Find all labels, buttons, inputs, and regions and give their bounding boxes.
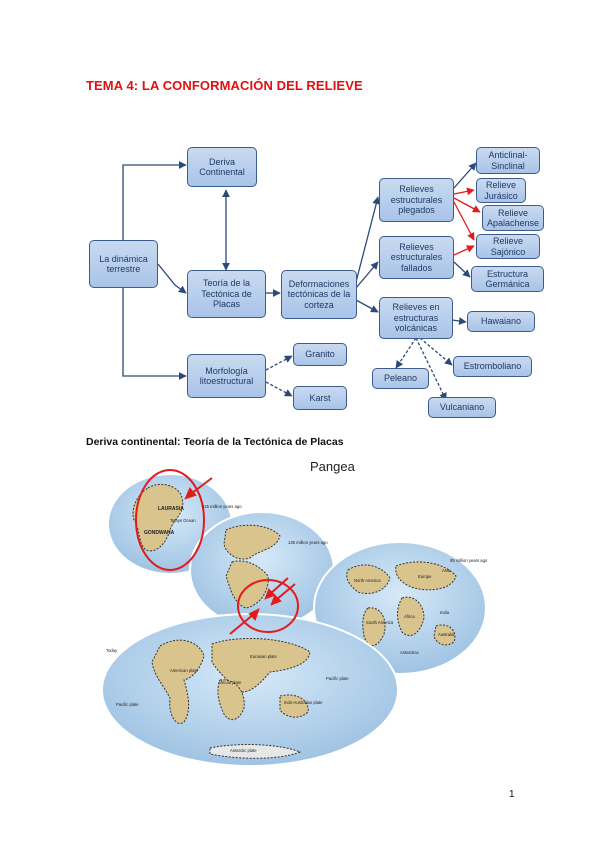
continental-drift-figure: 225 million years ago 135 million years … [101,469,488,766]
node-anticlinal-sinclinal: Anticlinal- Sinclinal [476,147,540,174]
svg-text:Antarctica: Antarctica [400,650,419,655]
node-hawaiano: Hawaiano [467,311,535,332]
svg-text:65 million years ago: 65 million years ago [450,558,488,563]
node-deriva-continental: Deriva Continental [187,147,257,187]
svg-text:135 million years ago: 135 million years ago [288,540,328,545]
node-estructura-germanica: Estructura Germánica [471,266,544,292]
node-relieves-fallados: Relieves estructurales fallados [379,236,454,279]
svg-text:Australia: Australia [438,632,455,637]
svg-text:Asia: Asia [442,568,451,573]
section-heading: Deriva continental: Teoría de la Tectóni… [86,436,344,448]
svg-text:American plate: American plate [170,668,199,673]
page-number: 1 [509,789,515,800]
svg-text:Pacific plate: Pacific plate [326,676,349,681]
node-granito: Granito [293,343,347,366]
node-deformaciones-tectonicas: Deformaciones tectónicas de la corteza [281,270,357,319]
svg-text:India: India [440,610,450,615]
node-vulcaniano: Vulcaniano [428,397,496,418]
svg-text:GONDWANA: GONDWANA [144,530,175,536]
svg-text:Eurasian plate: Eurasian plate [250,654,277,659]
svg-text:Antarctic plate: Antarctic plate [230,748,257,753]
node-peleano: Peleano [372,368,429,389]
svg-text:Tethys Ocean: Tethys Ocean [170,518,196,523]
pangea-landmass [132,483,184,552]
node-relieves-volcanicas: Relieves en estructuras volcánicas [379,297,453,339]
svg-text:African plate: African plate [218,680,242,685]
page-title: TEMA 4: LA CONFORMACIÓN DEL RELIEVE [86,78,363,93]
node-relieves-plegados: Relieves estructurales plegados [379,178,454,222]
svg-text:Pacific plate: Pacific plate [116,702,139,707]
node-relieve-jurasico: Relieve Jurásico [476,178,526,203]
node-relieve-apalachense: Relieve Apalachense [482,205,544,231]
svg-text:Europe: Europe [418,574,432,579]
svg-text:225 million years ago: 225 million years ago [202,504,242,509]
node-karst: Karst [293,386,347,410]
node-tectonica-placas: Teoría de la Tectónica de Placas [187,270,266,318]
svg-text:LAURASIA: LAURASIA [158,506,184,512]
node-estromboliano: Estromboliano [453,356,532,377]
svg-text:South America: South America [366,620,394,625]
node-morfologia-litoestructural: Morfología litoestructural [187,354,266,398]
node-dinamica-terrestre: La dinámica terrestre [89,240,158,288]
concept-map-connectors [122,161,481,401]
svg-text:North America: North America [354,578,381,583]
svg-text:Africa: Africa [404,614,415,619]
node-relieve-sajonico: Relieve Sajónico [476,234,540,259]
svg-text:Today: Today [106,648,118,653]
svg-text:Indo-Australian plate: Indo-Australian plate [284,700,323,705]
pangea-label: Pangea [310,459,355,474]
